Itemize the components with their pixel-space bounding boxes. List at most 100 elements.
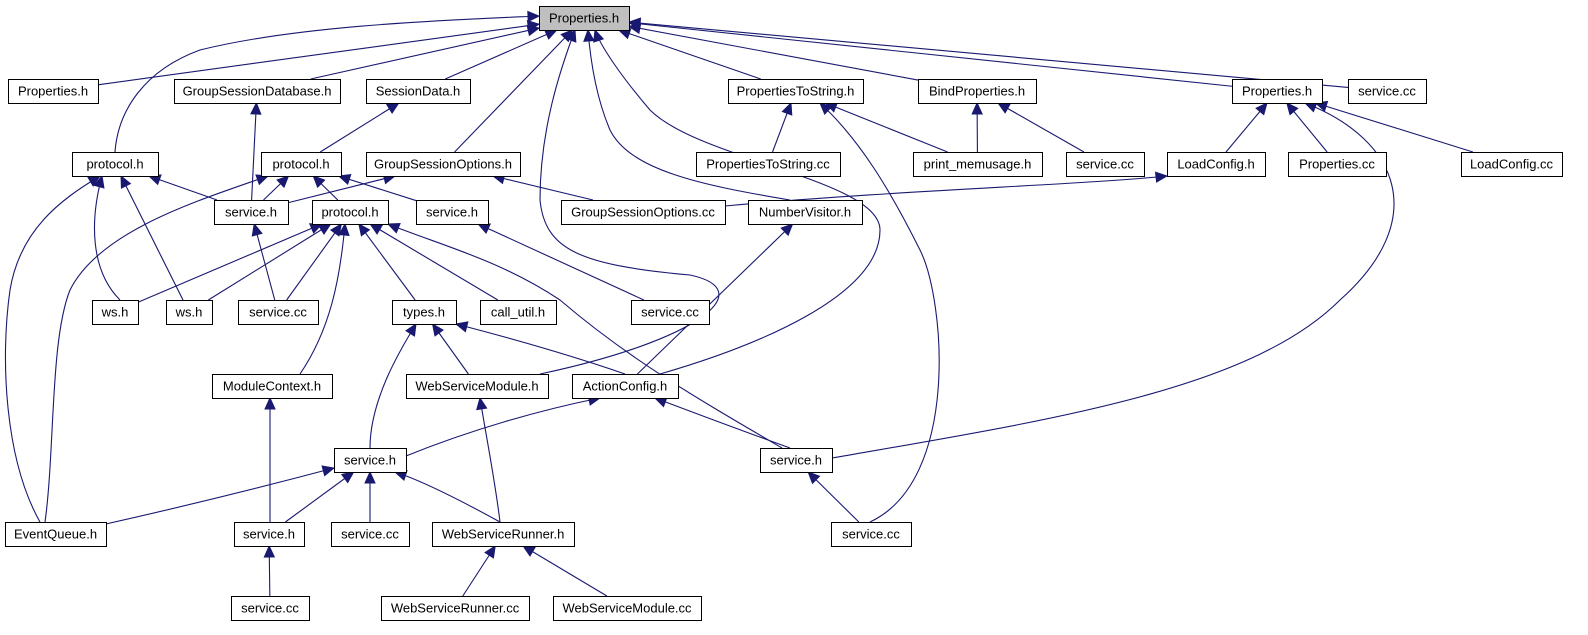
edge-layer <box>4 10 1474 597</box>
node-print-memusage-h[interactable]: print_memusage.h <box>913 152 1043 177</box>
node-label: protocol.h <box>321 205 378 220</box>
node-service-cc-a[interactable]: service.cc <box>238 300 319 325</box>
node-protocol-h1[interactable]: protocol.h <box>72 152 159 177</box>
node-loadconfig-h[interactable]: LoadConfig.h <box>1167 152 1266 177</box>
node-service-cc-top[interactable]: service.cc <box>1348 79 1427 104</box>
edge-service_h1-to-protocol_h2 <box>263 175 290 201</box>
node-loadconfig-cc[interactable]: LoadConfig.cc <box>1461 152 1563 177</box>
node-service-h5[interactable]: service.h <box>234 522 305 547</box>
arrow-head <box>781 101 793 116</box>
node-eventqueue-h[interactable]: EventQueue.h <box>5 522 107 547</box>
edge-line <box>628 25 919 81</box>
node-wsm-h[interactable]: WebServiceModule.h <box>406 374 549 399</box>
node-service-cc-b[interactable]: service.cc <box>631 300 710 325</box>
node-protocol-h3[interactable]: protocol.h <box>312 200 389 225</box>
edge-line <box>387 223 783 449</box>
node-root[interactable]: Properties.h <box>539 6 630 31</box>
edge-line <box>94 175 121 301</box>
node-box <box>1461 152 1563 177</box>
arrow-head <box>1154 171 1169 183</box>
node-service-cc-d[interactable]: service.cc <box>231 596 310 621</box>
node-box <box>480 300 557 325</box>
edge-service_cc_c-to-service_h3 <box>364 470 376 522</box>
arrow-head <box>312 175 326 189</box>
node-props-cc[interactable]: Properties.cc <box>1288 152 1387 177</box>
arrow-head <box>358 223 371 237</box>
node-gso-cc[interactable]: GroupSessionOptions.cc <box>561 200 726 225</box>
node-ws-h1[interactable]: ws.h <box>92 300 139 325</box>
node-protocol-h2[interactable]: protocol.h <box>261 152 342 177</box>
node-props-h2[interactable]: Properties.h <box>8 79 99 104</box>
arrow-head <box>780 223 794 237</box>
node-box <box>212 374 333 399</box>
node-label: service.h <box>770 453 822 468</box>
node-p2s-h[interactable]: PropertiesToString.h <box>728 79 864 104</box>
node-numbervisitor-h[interactable]: NumberVisitor.h <box>748 200 863 225</box>
node-wsr-cc[interactable]: WebServiceRunner.cc <box>381 596 530 621</box>
node-service-h4[interactable]: service.h <box>760 448 833 473</box>
node-label: WebServiceModule.cc <box>562 601 692 616</box>
node-service-h2[interactable]: service.h <box>416 200 489 225</box>
node-box <box>331 522 410 547</box>
node-service-cc-bp[interactable]: service.cc <box>1066 152 1145 177</box>
edge-types_h-to-protocol_h3 <box>358 223 416 301</box>
node-service-cc-e[interactable]: service.cc <box>831 522 912 547</box>
edge-service_h5-to-service_h3 <box>285 471 355 523</box>
edge-wsr_h-to-wsm_h <box>476 396 501 523</box>
node-label: service.h <box>243 527 295 542</box>
arrow-head <box>317 223 332 235</box>
edge-protocol_h3-to-protocol_h2 <box>312 175 339 201</box>
edge-line <box>358 223 416 301</box>
edge-protocol_h2-to-sessiondata_h <box>319 102 400 153</box>
edge-line <box>369 223 499 301</box>
node-sessiondata-h[interactable]: SessionData.h <box>366 79 471 104</box>
node-actionconfig-h[interactable]: ActionConfig.h <box>572 374 679 399</box>
node-box <box>238 300 319 325</box>
node-props-h3[interactable]: Properties.h <box>1232 79 1323 104</box>
node-modulecontext-h[interactable]: ModuleContext.h <box>212 374 333 399</box>
node-box <box>572 374 679 399</box>
node-wsr-h[interactable]: WebServiceRunner.h <box>432 522 575 547</box>
arrow-head <box>484 544 496 559</box>
edge-line <box>299 223 346 375</box>
node-ws-h2[interactable]: ws.h <box>166 300 213 325</box>
edge-service_cc_a-to-protocol_h3 <box>286 223 343 301</box>
edge-line <box>654 397 791 449</box>
node-label: ModuleContext.h <box>223 379 321 394</box>
node-box <box>366 79 471 104</box>
node-label: LoadConfig.cc <box>1470 157 1554 172</box>
arrow-head <box>321 465 336 477</box>
node-wsm-cc[interactable]: WebServiceModule.cc <box>553 596 702 621</box>
edge-actionconfig_h-to-root <box>593 28 881 375</box>
node-label: Properties.cc <box>1299 157 1375 172</box>
edge-line <box>445 29 557 80</box>
node-p2s-cc[interactable]: PropertiesToString.cc <box>696 152 841 177</box>
edge-service_cc_bp-to-bindprops_h <box>996 102 1085 153</box>
edge-line <box>148 175 218 201</box>
arrow-head <box>329 223 343 237</box>
edge-service_h3-to-types_h <box>369 322 417 449</box>
node-service-h3[interactable]: service.h <box>334 448 407 473</box>
node-box <box>334 448 407 473</box>
node-box <box>231 596 310 621</box>
node-service-h1[interactable]: service.h <box>214 200 289 225</box>
node-box <box>5 522 107 547</box>
arrow-head <box>583 28 595 42</box>
node-gsdb-h[interactable]: GroupSessionDatabase.h <box>174 79 341 104</box>
edge-line <box>137 223 323 303</box>
node-box <box>381 596 530 621</box>
node-gso-h[interactable]: GroupSessionOptions.h <box>366 152 521 177</box>
node-types-h[interactable]: types.h <box>392 300 457 325</box>
node-box <box>166 300 213 325</box>
arrow-head <box>565 28 577 43</box>
node-label: ws.h <box>101 305 129 320</box>
node-service-cc-c[interactable]: service.cc <box>331 522 410 547</box>
edge-line <box>587 29 791 201</box>
node-box <box>92 300 139 325</box>
edge-line <box>208 223 331 301</box>
arrow-head <box>971 101 983 115</box>
edge-line <box>4 175 101 523</box>
node-call-util-h[interactable]: call_util.h <box>480 300 557 325</box>
node-bindprops-h[interactable]: BindProperties.h <box>918 79 1037 104</box>
node-box <box>8 79 99 104</box>
